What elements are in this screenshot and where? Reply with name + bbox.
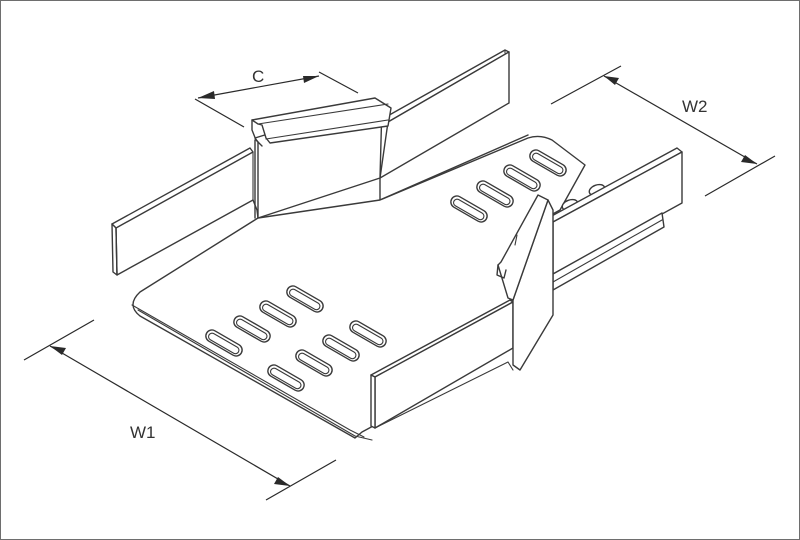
dimension-w2: W2 [550,65,776,197]
dimension-w1: W1 [23,319,337,501]
dimension-c-label: C [252,67,264,86]
right-side-rail [547,147,683,291]
top-coupler-plate [251,97,392,219]
front-slots [205,285,387,392]
dimension-c: C [194,67,359,128]
dimension-w1-label: W1 [130,423,156,442]
dimension-w2-label: W2 [682,97,708,116]
right-coupler-plate [496,194,554,371]
